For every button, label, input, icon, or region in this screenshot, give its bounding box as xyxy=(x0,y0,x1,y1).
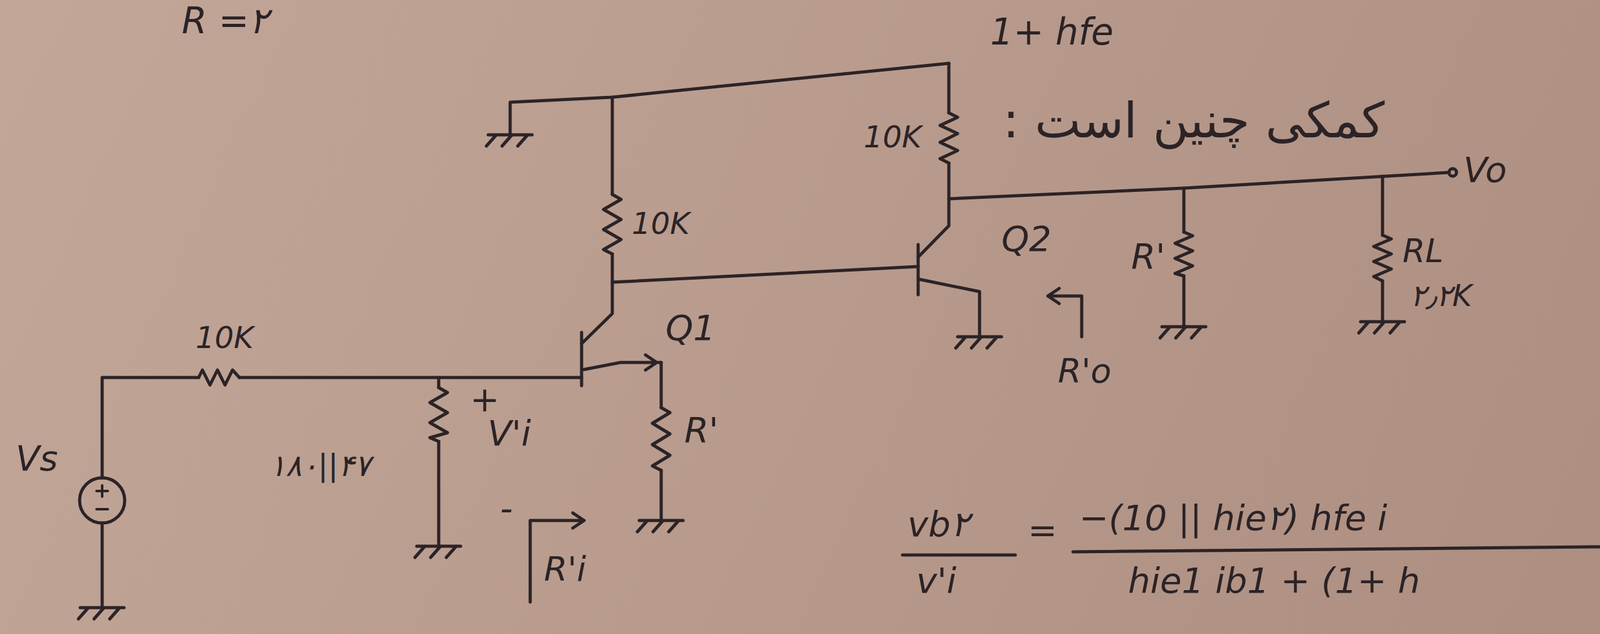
wire xyxy=(611,97,615,195)
wire xyxy=(612,266,919,283)
circuit-label: + xyxy=(470,379,500,419)
circuit-label: v'i xyxy=(916,560,957,600)
circuit-label: = xyxy=(1027,510,1058,550)
resistor-symbol xyxy=(603,194,622,254)
ground-symbol xyxy=(1160,326,1206,338)
resistor-symbol xyxy=(1175,231,1193,276)
wire xyxy=(947,63,951,113)
resistor-symbol xyxy=(429,387,448,442)
circuit-label: ۱۸۰||۴۷ xyxy=(269,448,371,482)
circuit-label: Q2 xyxy=(1001,219,1052,259)
resistor-symbol xyxy=(940,112,958,163)
terminal xyxy=(1448,168,1457,177)
wire xyxy=(948,172,1449,199)
source-polarity xyxy=(96,485,108,509)
ground-symbol xyxy=(637,520,684,532)
circuit-label: −(10 || hie۲) hfe i xyxy=(1079,498,1388,538)
fraction-bar xyxy=(902,546,1600,555)
voltage-source xyxy=(79,477,125,523)
circuit-label: Vs xyxy=(15,438,58,478)
circuit-label: R =۲ xyxy=(181,1,269,42)
circuit-label: Vo xyxy=(1463,150,1507,190)
circuit-label: R'i xyxy=(543,550,586,588)
circuit-label: vb۲ xyxy=(907,504,970,544)
circuit-label: 10K xyxy=(863,120,922,154)
wire xyxy=(1182,188,1186,327)
leader-arrow xyxy=(1047,288,1082,337)
circuit-label: 1+ hfe xyxy=(990,12,1114,53)
circuit-label: R' xyxy=(684,410,719,450)
circuit-label: RL xyxy=(1402,233,1444,269)
resistor-symbol xyxy=(652,407,670,471)
wire xyxy=(100,522,105,608)
circuit-label: 10K xyxy=(631,206,691,241)
circuit-label: کمکی چنین است : xyxy=(1002,94,1385,148)
circuit-label: R'o xyxy=(1057,352,1112,390)
ground-symbol xyxy=(955,336,1002,348)
circuit-label: 10K xyxy=(195,320,254,355)
circuit-label: V'i xyxy=(487,413,531,453)
transistor-symbol xyxy=(581,332,662,386)
circuit-label: R' xyxy=(1131,236,1166,276)
circuit-label: Q1 xyxy=(665,308,716,348)
wire xyxy=(581,253,613,344)
resistor-symbol xyxy=(1373,235,1392,281)
ground-symbol xyxy=(78,607,125,619)
circuit-label: hie1 ib1 + (1+ h xyxy=(1128,560,1421,600)
wire xyxy=(437,377,441,546)
transistor-symbol xyxy=(918,244,980,337)
resistor-symbol xyxy=(198,369,240,385)
ground-symbol xyxy=(414,545,461,558)
wire xyxy=(918,162,949,257)
ground-symbol xyxy=(1358,321,1405,333)
circuit-label: - xyxy=(500,488,513,528)
circuit-label: ۲٫۲K xyxy=(1410,278,1473,313)
ground-symbol xyxy=(486,134,533,147)
